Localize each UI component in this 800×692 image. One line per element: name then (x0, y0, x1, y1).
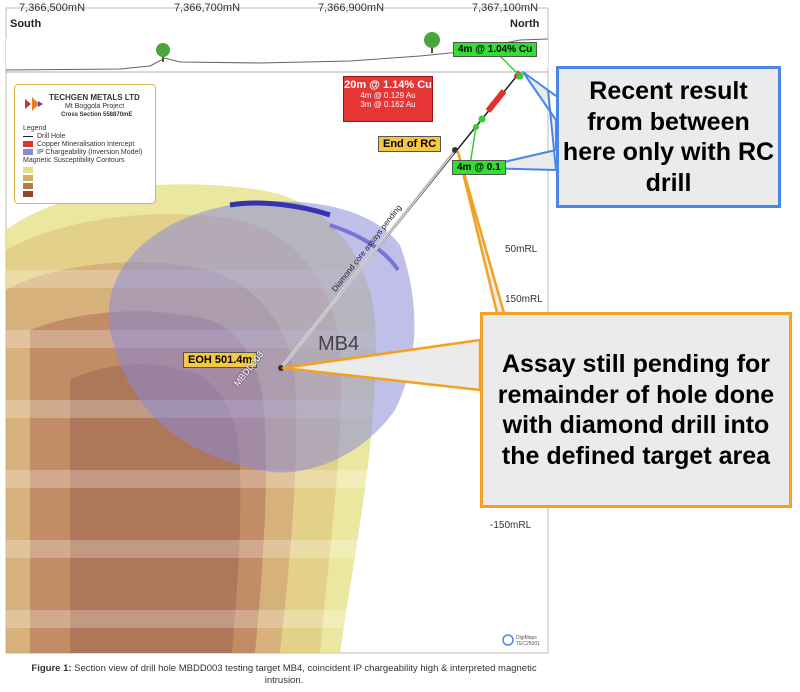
mag-swatch-4 (23, 191, 37, 198)
rl-label: 150mRL (505, 294, 543, 305)
digimaps-logo-icon (502, 634, 514, 646)
coord-label: 7,366,700mN (173, 2, 241, 14)
legend-item-drill-hole: Drill Hole (23, 133, 65, 140)
mag-swatch-1 (23, 167, 37, 174)
copper-intercept-main (485, 89, 507, 113)
coord-label: 7,366,500mN (18, 2, 86, 14)
intercept-main-label: 20m @ 1.14% Cu (344, 79, 432, 91)
intercept-sub2-label: 3m @ 0.162 Au (360, 100, 416, 109)
legend-title: Legend (23, 125, 47, 132)
company-name: TECHGEN METALS LTD (49, 93, 140, 102)
caption-bold: Figure 1: (31, 663, 72, 674)
coord-label: 7,367,100mN (471, 2, 539, 14)
rl-label: 50mRL (505, 244, 538, 255)
legend-box: TECHGEN METALS LTD Mt Boggola Project Cr… (14, 84, 156, 204)
footer-logo-text: DigiMaps TEC25001 (516, 635, 540, 647)
intercept-top-tag: 4m @ 1.04% Cu (453, 42, 538, 57)
target-label: MB4 (318, 333, 360, 355)
blue-callout: Recent result from between here only wit… (556, 66, 781, 208)
legend-item-ip: IP Chargeability (Inversion Model) (23, 149, 142, 156)
ip-chargeability-body (108, 201, 415, 473)
south-label: South (10, 18, 42, 30)
coord-label: 7,366,900mN (317, 2, 385, 14)
project-name: Mt Boggola Project (65, 103, 125, 110)
north-label: North (510, 18, 540, 30)
legend-item-copper: Copper Mineralisation Intercept (23, 141, 134, 148)
mag-swatch-2 (23, 175, 37, 182)
mag-swatch-3 (23, 183, 37, 190)
section-name: Cross Section 558870mE (61, 112, 133, 118)
intercept-main-box: 20m @ 1.14% Cu 4m @ 0.129 Au 3m @ 0.162 … (343, 76, 433, 122)
caption-text: Section view of drill hole MBDD003 testi… (71, 663, 537, 687)
intercept-lower-tag: 4m @ 0.1 (452, 160, 506, 175)
tree-icon (156, 43, 170, 62)
orange-callout: Assay still pending for remainder of hol… (480, 312, 792, 508)
intercept-sub1-label: 4m @ 0.129 Au (360, 91, 416, 100)
end-of-rc-tag: End of RC (378, 136, 442, 152)
blue-callout-pointer (477, 71, 557, 171)
eoh-tag: EOH 501.4m (183, 352, 258, 368)
legend-item-magnetic: Magnetic Susceptibility Contours (23, 157, 125, 164)
tree-icon (424, 32, 440, 53)
figure-caption: Figure 1: Section view of drill hole MBD… (14, 663, 554, 688)
techgen-logo-icon (23, 93, 45, 115)
rl-label: -150mRL (490, 520, 532, 531)
